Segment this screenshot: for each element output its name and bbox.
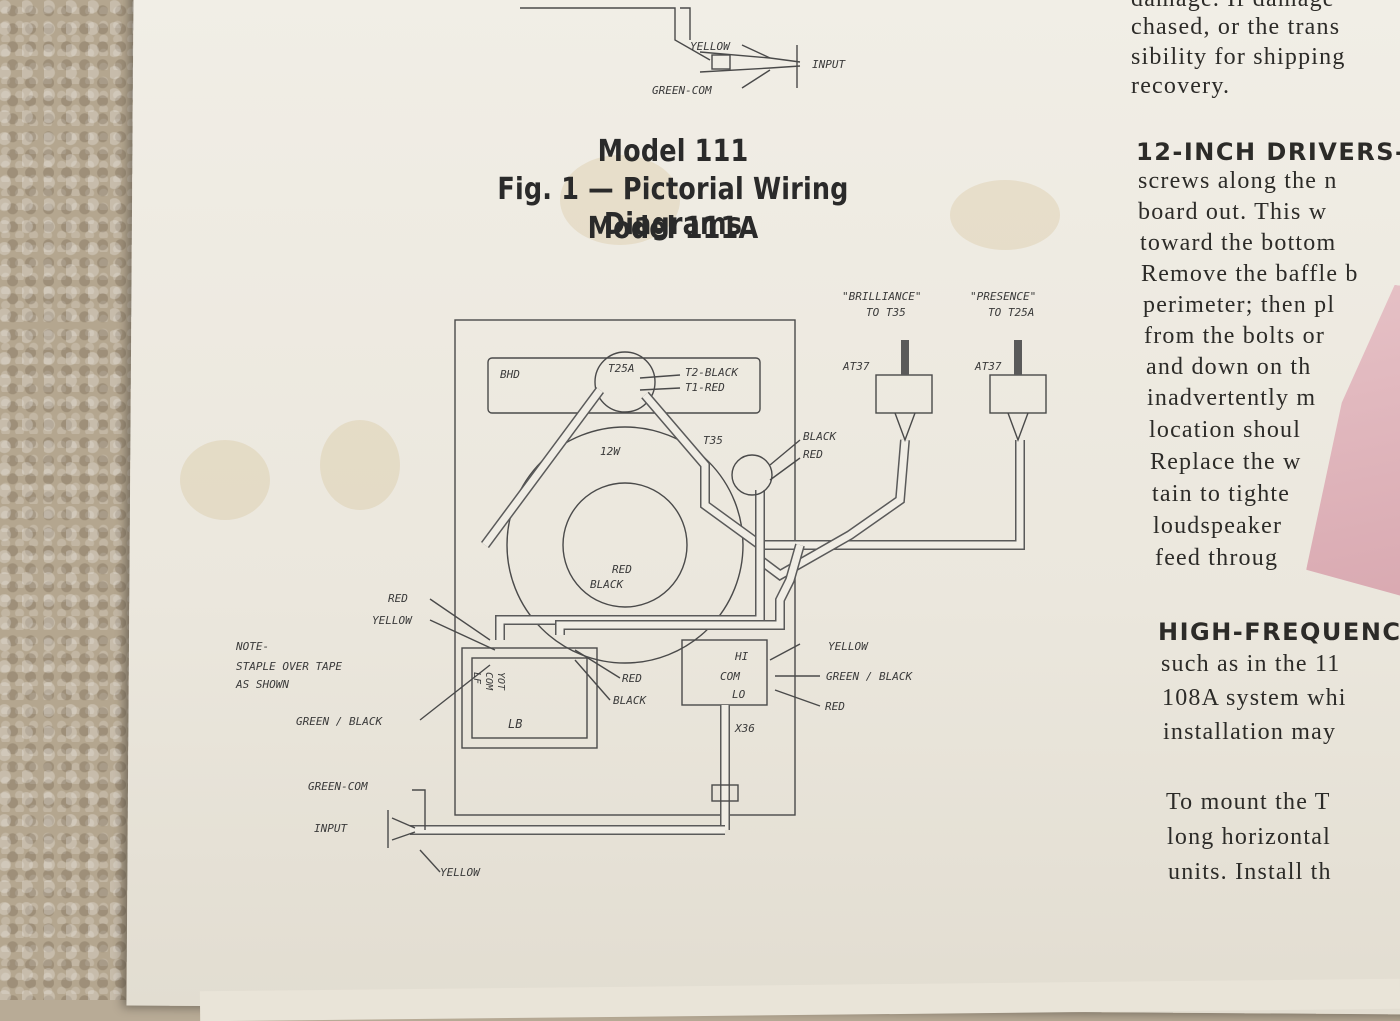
body-line: Remove the baffle b (1141, 261, 1359, 287)
label-green-black-left: GREEN / BLACK (296, 715, 383, 728)
body-line: installation may (1163, 719, 1337, 745)
label-t35: T35 (703, 434, 723, 447)
body-line: screws along the n (1138, 168, 1338, 194)
body-line: units. Install th (1168, 859, 1332, 885)
body-line: long horizontal (1167, 824, 1331, 850)
label-yellow-left: YELLOW (372, 614, 413, 627)
label-t1-red: T1-RED (685, 381, 725, 394)
body-line: chased, or the trans (1131, 14, 1341, 40)
body-line: and down on th (1146, 354, 1312, 380)
label-to-t25a: TO T25A (988, 306, 1034, 319)
label-staple: STAPLE OVER TAPE (236, 660, 342, 673)
stain (180, 440, 270, 520)
body-line: 108A system whi (1162, 685, 1347, 711)
label-yellow-right: YELLOW (828, 640, 869, 653)
caption-model-111a: Model 111A (587, 211, 759, 246)
label-as-shown: AS SHOWN (235, 678, 289, 691)
body-line: sibility for shipping (1131, 44, 1346, 70)
label-green-black-right: GREEN / BLACK (826, 670, 913, 683)
label-lb: LB (508, 717, 522, 731)
label-yellow-top: YELLOW (690, 40, 731, 53)
label-presence: "PRESENCE" (970, 290, 1036, 303)
body-line: loudspeaker (1153, 513, 1283, 539)
label-hi: HI (734, 650, 749, 663)
stain (560, 155, 680, 245)
body-line: damage. If damage (1131, 0, 1335, 13)
section-heading-12-inch-drivers: 12-INCH DRIVERS- (1136, 138, 1400, 166)
label-lf: LF (471, 672, 482, 685)
wiring-diagram: YELLOW INPUT GREEN-COM "BRILLIANCE" TO T… (235, 7, 1047, 879)
label-yellow-bottom: YELLOW (440, 866, 481, 879)
stain (950, 180, 1060, 250)
body-line: location shoul (1149, 417, 1302, 443)
label-to-t35: TO T35 (866, 306, 906, 319)
label-at37-right: AT37 (974, 360, 1002, 373)
label-yot: YOT (495, 672, 506, 691)
stain (320, 420, 400, 510)
body-line: To mount the T (1166, 789, 1331, 815)
body-line: feed throug (1155, 545, 1279, 571)
label-red-right: RED (825, 700, 845, 713)
label-com: COM (720, 670, 740, 683)
body-line: from the bolts or (1144, 323, 1326, 349)
label-green-com-bottom: GREEN-COM (308, 780, 368, 793)
label-t2-black: T2-BLACK (685, 366, 739, 379)
label-red-mid: RED (622, 672, 642, 685)
body-line: toward the bottom (1140, 230, 1337, 256)
label-bhd: BHD (500, 368, 520, 381)
label-note: NOTE- (235, 640, 269, 653)
body-line: perimeter; then pl (1143, 292, 1336, 318)
label-lo: LO (732, 688, 746, 701)
label-red-top: RED (803, 448, 823, 461)
label-input-bottom: INPUT (314, 822, 348, 835)
body-line: board out. This w (1138, 199, 1328, 225)
label-red-center: RED (612, 563, 632, 576)
label-black-top: BLACK (803, 430, 837, 443)
label-input-top: INPUT (812, 58, 846, 71)
body-line: tain to tighte (1152, 481, 1291, 507)
body-line: recovery. (1131, 73, 1231, 99)
label-x36: X36 (734, 722, 755, 735)
label-red-left: RED (388, 592, 408, 605)
label-at37-left: AT37 (842, 360, 870, 373)
body-line: such as in the 11 (1161, 651, 1341, 677)
label-black-mid: BLACK (613, 694, 647, 707)
label-black-center: BLACK (590, 578, 624, 591)
label-brilliance: "BRILLIANCE" (842, 290, 921, 303)
label-com-vertical: COM (483, 672, 494, 691)
label-12w: 12W (600, 445, 621, 458)
caption-figure-title: Fig. 1 — Pictorial Wiring Diagrams (497, 172, 849, 242)
section-heading-high-frequency: HIGH-FREQUENC (1158, 618, 1400, 646)
label-green-com-top: GREEN-COM (652, 84, 712, 97)
label-t25a: T25A (608, 362, 635, 375)
body-line: Replace the w (1150, 449, 1302, 475)
caption-model-111: Model 111 (597, 134, 749, 169)
body-line: inadvertently m (1147, 385, 1317, 411)
